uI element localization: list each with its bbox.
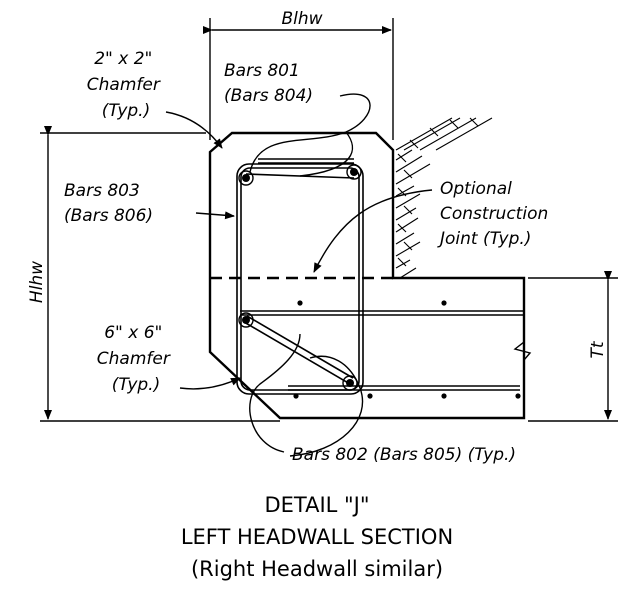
dimension-hlhw (40, 126, 280, 422)
headwall-outline (208, 131, 526, 420)
dim-label-blhw: Blhw (281, 9, 322, 29)
dim-label-tt: Tt (588, 340, 608, 358)
dim-label-hlhw: Hlhw (27, 261, 47, 303)
caption-line-2: LEFT HEADWALL SECTION (181, 525, 453, 549)
stirrup-bar (236, 163, 364, 395)
break-line (513, 278, 532, 418)
dimension-blhw (203, 18, 394, 140)
label-chamfer-top: 2" x 2" Chamfer (Typ.) (87, 49, 165, 121)
leader-chamfer-bottom (179, 377, 241, 390)
diagonal-bar-bottom (243, 321, 351, 385)
label-construction-joint: Optional Construction Joint (Typ.) (437, 179, 554, 249)
label-bars-803: Bars 803 (Bars 806) (64, 181, 153, 226)
leader-bars-801-a (249, 93, 371, 173)
leader-bars-802-b (289, 355, 364, 457)
dimension-tt (528, 271, 618, 422)
label-chamfer-bottom: 6" x 6" Chamfer (Typ.) (97, 323, 175, 395)
soil-hatch (392, 117, 493, 279)
caption-line-1: DETAIL "J" (264, 493, 369, 517)
leader-bars-801-b (299, 131, 354, 177)
leader-construction-joint (313, 189, 433, 273)
label-bars-801: Bars 801 (Bars 804) (224, 61, 313, 106)
caption-line-3: (Right Headwall similar) (191, 557, 443, 581)
leader-bars-802-a (249, 333, 301, 453)
leader-bars-803 (195, 211, 235, 220)
leader-chamfer-top (165, 111, 223, 149)
diagonal-bar-bottom-inner (246, 315, 354, 379)
label-bars-802: Bars 802 (Bars 805) (Typ.) (292, 445, 516, 465)
rebar-dots (242, 168, 521, 399)
